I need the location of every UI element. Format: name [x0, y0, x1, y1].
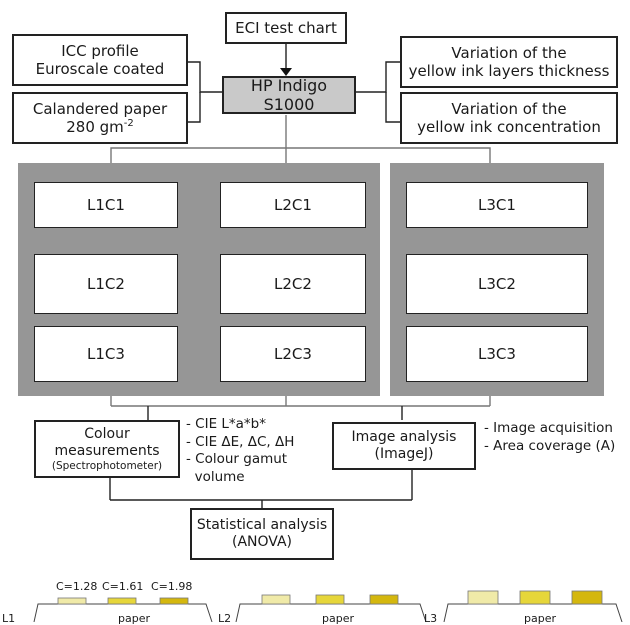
cell-label: L3C3 — [478, 345, 516, 363]
cell-l1c2: L1C2 — [34, 254, 178, 314]
concentration-variation-box: Variation of the yellow ink concentratio… — [400, 92, 618, 144]
paper-line2: 280 gm — [66, 118, 124, 136]
thick-line1: Variation of the — [451, 44, 567, 62]
icc-profile-box: ICC profile Euroscale coated — [12, 34, 188, 86]
level-label-l2: L2 — [218, 612, 232, 625]
c-label-3: C=1.98 — [151, 580, 193, 593]
ink-layer-l1-c3 — [159, 597, 189, 605]
level-label-l3: L3 — [424, 612, 438, 625]
ink-layer-l3-c1 — [467, 590, 499, 605]
eci-label: ECI test chart — [235, 19, 337, 37]
level-label-l1: L1 — [2, 612, 16, 625]
c-label-2: C=1.61 — [102, 580, 144, 593]
cell-l3c3: L3C3 — [406, 326, 588, 382]
ink-layer-l2-c1 — [261, 594, 291, 605]
cell-l1c1: L1C1 — [34, 182, 178, 228]
bullet-item: - Area coverage (A) — [484, 437, 616, 454]
cell-label: L3C2 — [478, 275, 516, 293]
icc-line2: Euroscale coated — [35, 60, 165, 78]
bullet-item: - Colour gamut — [186, 451, 288, 467]
image-line1: Image analysis — [351, 429, 457, 446]
paper-label-2: paper — [322, 612, 354, 625]
colour-line1: Colour — [84, 425, 130, 442]
paper-label-1: paper — [118, 612, 150, 625]
hp-indigo-box: HP Indigo S1000 — [222, 76, 356, 114]
cell-label: L1C2 — [87, 275, 125, 293]
cell-label: L2C2 — [274, 275, 312, 293]
colour-measurements-box: Colour measurements (Spectrophotometer) — [34, 420, 180, 478]
bullet-item: - CIE L*a*b* — [186, 416, 267, 432]
cell-label: L1C3 — [87, 345, 125, 363]
cell-l2c3: L2C3 — [220, 326, 366, 382]
eci-test-chart-box: ECI test chart — [225, 12, 347, 44]
ink-layer-l3-c3 — [571, 590, 603, 605]
ink-layer-l2-c2 — [315, 594, 345, 605]
cell-label: L1C1 — [87, 196, 125, 214]
cell-label: L3C1 — [478, 196, 516, 214]
paper-exponent: -2 — [123, 118, 134, 129]
cell-l1c3: L1C3 — [34, 326, 178, 382]
stats-line2: (ANOVA) — [231, 534, 292, 550]
icc-line1: ICC profile — [61, 42, 139, 60]
image-line2: (ImageJ) — [374, 446, 434, 462]
cell-l3c2: L3C2 — [406, 254, 588, 314]
hp-label: HP Indigo S1000 — [250, 75, 328, 114]
paper-line2-wrap: 280 gm-2 — [66, 118, 134, 136]
bullet-item: - CIE ΔE, ΔC, ΔH — [186, 433, 295, 450]
colour-line3: (Spectrophotometer) — [51, 459, 163, 472]
bullet-item: volume — [186, 468, 245, 485]
stats-line1: Statistical analysis — [196, 517, 328, 534]
cell-label: L2C3 — [274, 345, 312, 363]
cell-l3c1: L3C1 — [406, 182, 588, 228]
paper-line1: Calandered paper — [32, 100, 168, 118]
colour-line2: measurements — [54, 442, 160, 459]
c-label-1: C=1.28 — [56, 580, 98, 593]
colour-bullets: - CIE L*a*b* - CIE ΔE, ΔC, ΔH - Colour g… — [186, 416, 294, 486]
ink-layer-l3-c2 — [519, 590, 551, 605]
thickness-variation-box: Variation of the yellow ink layers thick… — [400, 36, 618, 88]
ink-layer-l2-c3 — [369, 594, 399, 605]
image-bullets: - Image acquisition - Area coverage (A) — [484, 420, 615, 455]
image-analysis-box: Image analysis (ImageJ) — [332, 422, 476, 470]
ink-layer-l1-c2 — [107, 597, 137, 605]
ink-layer-l1-c1 — [57, 597, 87, 605]
cell-label: L2C1 — [274, 196, 312, 214]
calandered-paper-box: Calandered paper 280 gm-2 — [12, 92, 188, 144]
bullet-item: - Image acquisition — [484, 420, 613, 436]
statistical-analysis-box: Statistical analysis (ANOVA) — [190, 508, 334, 560]
thick-line2: yellow ink layers thickness — [408, 62, 610, 80]
cell-l2c2: L2C2 — [220, 254, 366, 314]
conc-line2: yellow ink concentration — [417, 118, 601, 136]
conc-line1: Variation of the — [451, 100, 567, 118]
cell-l2c1: L2C1 — [220, 182, 366, 228]
paper-label-3: paper — [524, 612, 556, 625]
